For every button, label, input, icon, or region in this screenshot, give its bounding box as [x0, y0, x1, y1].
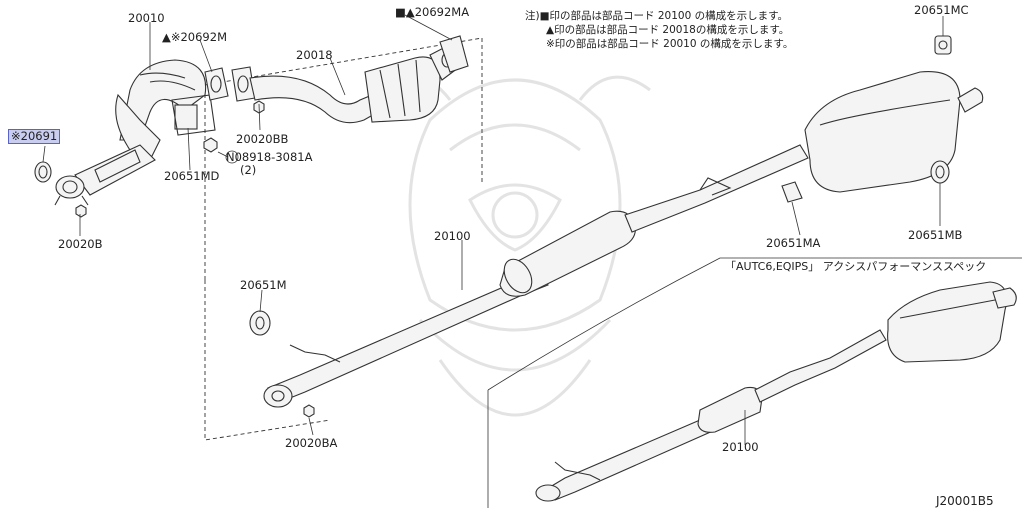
label-20020bb[interactable]: 20020BB	[236, 132, 289, 146]
label-08918-qty: (2)	[240, 163, 257, 177]
gasket-20692m	[204, 66, 256, 102]
catalyst-pipe-20018	[249, 41, 463, 124]
label-20651mc[interactable]: 20651MC	[914, 3, 969, 17]
label-20691[interactable]: ※20691	[8, 129, 61, 144]
bolt-08918	[203, 137, 218, 153]
label-20651mb[interactable]: 20651MB	[908, 228, 963, 242]
label-20651m[interactable]: 20651M	[240, 278, 287, 292]
label-20010[interactable]: 20010	[128, 11, 165, 25]
variant-exhaust-20100	[535, 281, 1017, 502]
label-20020b[interactable]: 20020B	[58, 237, 103, 251]
label-20100[interactable]: 20100	[434, 229, 471, 243]
front-pipe-20010	[54, 59, 216, 206]
note-line-2: ▲印の部品は部品コード 20018の構成を示します。	[546, 24, 790, 36]
leader-lines	[42, 14, 944, 445]
label-20018[interactable]: 20018	[296, 48, 333, 62]
note-line-1: 注)■印の部品は部品コード 20100 の構成を示します。	[525, 10, 789, 22]
label-20651ma[interactable]: 20651MA	[766, 236, 821, 250]
insulator-20651ma	[781, 181, 803, 203]
diagram-code: J20001B5	[936, 494, 994, 508]
main-exhaust-20100	[263, 71, 984, 408]
label-20100-variant[interactable]: 20100	[722, 440, 759, 454]
note-line-3: ※印の部品は部品コード 20010 の構成を示します。	[546, 38, 794, 50]
n-mark	[225, 150, 239, 164]
nut-20020b	[75, 204, 87, 218]
insulator-20651mb	[930, 160, 950, 184]
assembly-box-upper	[204, 37, 483, 280]
insulator-20651m	[249, 310, 271, 336]
label-20692ma[interactable]: ■▲20692MA	[395, 5, 470, 19]
label-20020ba[interactable]: 20020BA	[285, 436, 338, 450]
nut-20020ba	[303, 404, 315, 418]
label-08918[interactable]: N08918-3081A	[226, 150, 313, 164]
gasket-20691	[34, 161, 52, 183]
label-20651md[interactable]: 20651MD	[164, 169, 220, 183]
variant-title: 「AUTC6,EQIPS」 アクシスパフォーマンススペック	[725, 260, 987, 273]
variant-divider	[487, 257, 1022, 391]
gasket-20692ma	[439, 35, 469, 73]
label-20692m[interactable]: ▲※20692M	[162, 30, 227, 44]
insulator-20651mc	[934, 35, 952, 55]
